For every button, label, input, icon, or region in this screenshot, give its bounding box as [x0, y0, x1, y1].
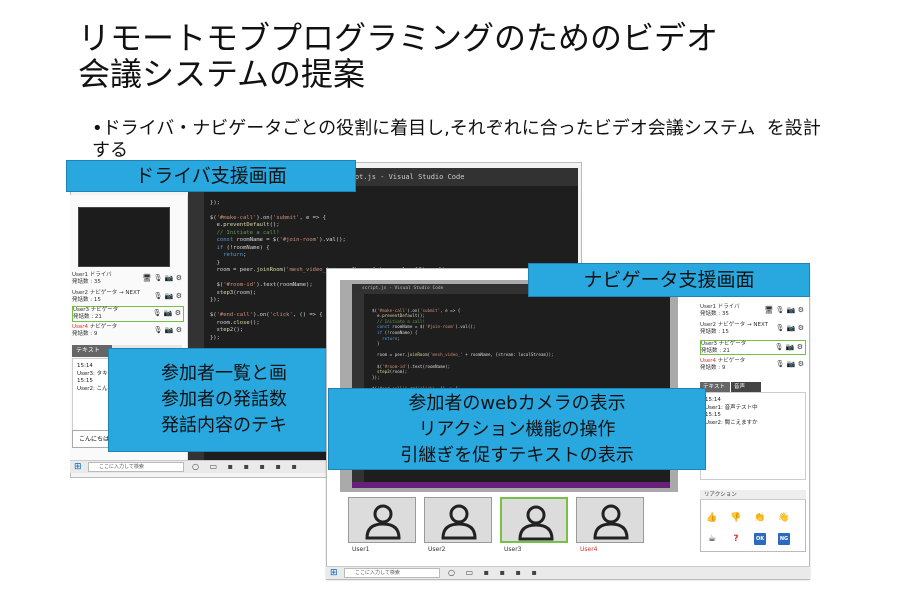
right-chat-log: 15:14 User1: 音声テスト中 15:15 User2: 聞こえますか — [700, 392, 806, 480]
shared-screen-thumbnail[interactable] — [78, 207, 170, 267]
user-speak-count: 発話数 : 15 — [700, 329, 729, 335]
driver-features-callout: 参加者一覧と画 参加者の発話数 発話内容のテキ — [108, 348, 340, 452]
chat-line: User3: タキス — [77, 370, 113, 377]
vscode-status-bar — [352, 482, 670, 488]
right-taskbar: ⊞ ここに入力して検索 ○ ▭ ▪ ▪ ▪ ▪ — [326, 566, 810, 579]
user-name: User4 — [72, 324, 89, 330]
question-icon[interactable]: ? — [733, 534, 739, 544]
tab-text[interactable]: テキスト — [700, 382, 730, 392]
user-name: User1 — [72, 272, 89, 278]
taskbar-app-icons[interactable]: ○ ▭ ▪ ▪ ▪ ▪ ▪ — [192, 462, 301, 471]
user-speak-count: 発話数 : 9 — [700, 365, 726, 371]
video-tile-name: User4 — [580, 546, 598, 553]
user-name: User2 — [72, 290, 89, 296]
vscode-title-right: script.js - Visual Studio Code — [352, 284, 670, 294]
user-speak-count: 発話数 : 21 — [701, 348, 730, 354]
callout-line: 引継ぎを促すテキストの表示 — [400, 445, 634, 466]
taskbar-search-input[interactable]: ここに入力して検索 — [344, 568, 440, 578]
video-tile-user3[interactable] — [500, 497, 568, 543]
user-speak-count: 発話数 : 9 — [72, 331, 98, 337]
person-icon — [593, 504, 629, 540]
video-tile-name: User3 — [504, 546, 522, 553]
user-speak-count: 発話数 : 35 — [72, 279, 101, 285]
user-speak-count: 発話数 : 15 — [72, 297, 101, 303]
user-controls-icon[interactable]: 🎙 📷 ⚙ — [775, 360, 804, 368]
wave-icon[interactable]: 👋 — [778, 513, 790, 523]
right-user-row-2[interactable]: User2 ナビゲータ → NEXT 発話数 : 15 🎙 📷 ⚙ — [700, 322, 806, 337]
callout-line: リアクション機能の操作 — [418, 419, 616, 440]
user-controls-icon[interactable]: 🎙 📷 ⚙ — [153, 326, 182, 334]
video-tile-user2[interactable] — [424, 497, 492, 543]
callout-line: 参加者のwebカメラの表示 — [408, 393, 626, 414]
thumbs-up-icon[interactable]: 👍 — [706, 513, 718, 523]
navigator-features-callout: 参加者のwebカメラの表示 リアクション機能の操作 引継ぎを促すテキストの表示 — [328, 388, 706, 470]
user-name: User4 — [700, 358, 717, 364]
video-tile-user1[interactable] — [348, 497, 416, 543]
ok-icon[interactable]: OK — [754, 533, 766, 545]
user-controls-icon[interactable]: 🎙 📷 ⚙ — [775, 324, 804, 332]
slide-title-line1: リモートモブプログラミングのためのビデオ — [78, 19, 719, 57]
slide-title-line2: 会議システムの提案 — [78, 55, 366, 93]
chat-line: 15:14 — [705, 397, 721, 403]
right-user-row-3[interactable]: User3 ナビゲータ 発話数 : 21 🎙 📷 ⚙ — [700, 340, 806, 355]
chat-line: 15:14 — [77, 363, 93, 369]
user-role: ナビゲータ → NEXT — [717, 322, 769, 328]
user-role: ナビゲータ — [90, 307, 119, 313]
user-role: ナビゲータ — [89, 324, 118, 330]
user-role: ナビゲータ → NEXT — [89, 290, 141, 296]
user-controls-icon[interactable]: 🎙 📷 ⚙ — [152, 309, 181, 317]
ng-icon[interactable]: NG — [778, 533, 790, 545]
user-name: User3 — [701, 341, 718, 347]
user-role: ドライバ — [89, 272, 112, 278]
video-tile-user4[interactable] — [576, 497, 644, 543]
taskbar-app-icons[interactable]: ○ ▭ ▪ ▪ ▪ ▪ — [448, 568, 541, 577]
clap-icon[interactable]: 👏 — [754, 513, 766, 523]
coffee-icon[interactable]: ☕ — [707, 534, 717, 544]
left-user-row-1[interactable]: User1 ドライバ 発話数 : 35 🖥 🎙 📷 ⚙ — [72, 272, 184, 288]
callout-line: 参加者一覧と画 — [161, 363, 287, 384]
user-speak-count: 発話数 : 35 — [700, 311, 729, 317]
windows-start-icon[interactable]: ⊞ — [74, 462, 82, 472]
windows-start-icon[interactable]: ⊞ — [330, 568, 338, 578]
chat-line: User2: こんに — [77, 385, 114, 392]
user-speak-count: 発話数 : 21 — [73, 314, 102, 320]
navigator-screen-label: ナビゲータ支援画面 — [528, 263, 810, 297]
user-role: ドライバ — [717, 304, 740, 310]
left-user-row-3[interactable]: User3 ナビゲータ 発話数 : 21 🎙 📷 ⚙ — [72, 306, 184, 322]
chat-line: 15:15 — [705, 412, 721, 418]
person-icon — [518, 505, 554, 541]
user-controls-icon[interactable]: 🖥 🎙 📷 ⚙ — [142, 274, 182, 282]
callout-line: 発話内容のテキ — [161, 415, 287, 436]
person-icon — [441, 504, 477, 540]
slide-bullet: •ドライバ・ナビゲータごとの役割に着目し,それぞれに合ったビデオ会議システム を… — [92, 118, 821, 161]
user-controls-icon[interactable]: 🎙 📷 ⚙ — [774, 343, 803, 351]
video-tile-name: User2 — [428, 546, 446, 553]
taskbar-search-input[interactable]: ここに入力して検索 — [88, 462, 184, 472]
chat-line: User2: 聞こえますか — [705, 419, 758, 426]
right-user-row-4[interactable]: User4 ナビゲータ 発話数 : 9 🎙 📷 ⚙ — [700, 358, 806, 373]
user-role: ナビゲータ — [717, 358, 746, 364]
driver-screen-label: ドライバ支援画面 — [66, 160, 356, 192]
user-name: User2 — [700, 322, 717, 328]
video-tile-name: User1 — [352, 546, 370, 553]
code-text-right: $('#make-call').on('submit', e => { e.pr… — [372, 307, 554, 391]
left-user-row-4[interactable]: User4 ナビゲータ 発話数 : 9 🎙 📷 ⚙ — [72, 324, 184, 340]
tab-voice[interactable]: 音声 — [731, 382, 761, 392]
person-icon — [365, 504, 401, 540]
chat-line: User1: 音声テスト中 — [705, 404, 758, 411]
user-name: User3 — [73, 307, 90, 313]
user-name: User1 — [700, 304, 717, 310]
thumbs-down-icon[interactable]: 👎 — [730, 513, 742, 523]
tab-text[interactable]: テキスト — [72, 345, 112, 357]
callout-line: 参加者の発話数 — [161, 389, 287, 410]
chat-line: 15:15 — [77, 378, 93, 384]
user-controls-icon[interactable]: 🖥 🎙 📷 ⚙ — [764, 306, 804, 314]
user-role: ナビゲータ — [718, 341, 747, 347]
user-controls-icon[interactable]: 🎙 📷 ⚙ — [153, 292, 182, 300]
right-user-row-1[interactable]: User1 ドライバ 発話数 : 35 🖥 🎙 📷 ⚙ — [700, 304, 806, 319]
reaction-panel-title: リアクション — [700, 490, 806, 500]
left-user-row-2[interactable]: User2 ナビゲータ → NEXT 発話数 : 15 🎙 📷 ⚙ — [72, 290, 184, 306]
